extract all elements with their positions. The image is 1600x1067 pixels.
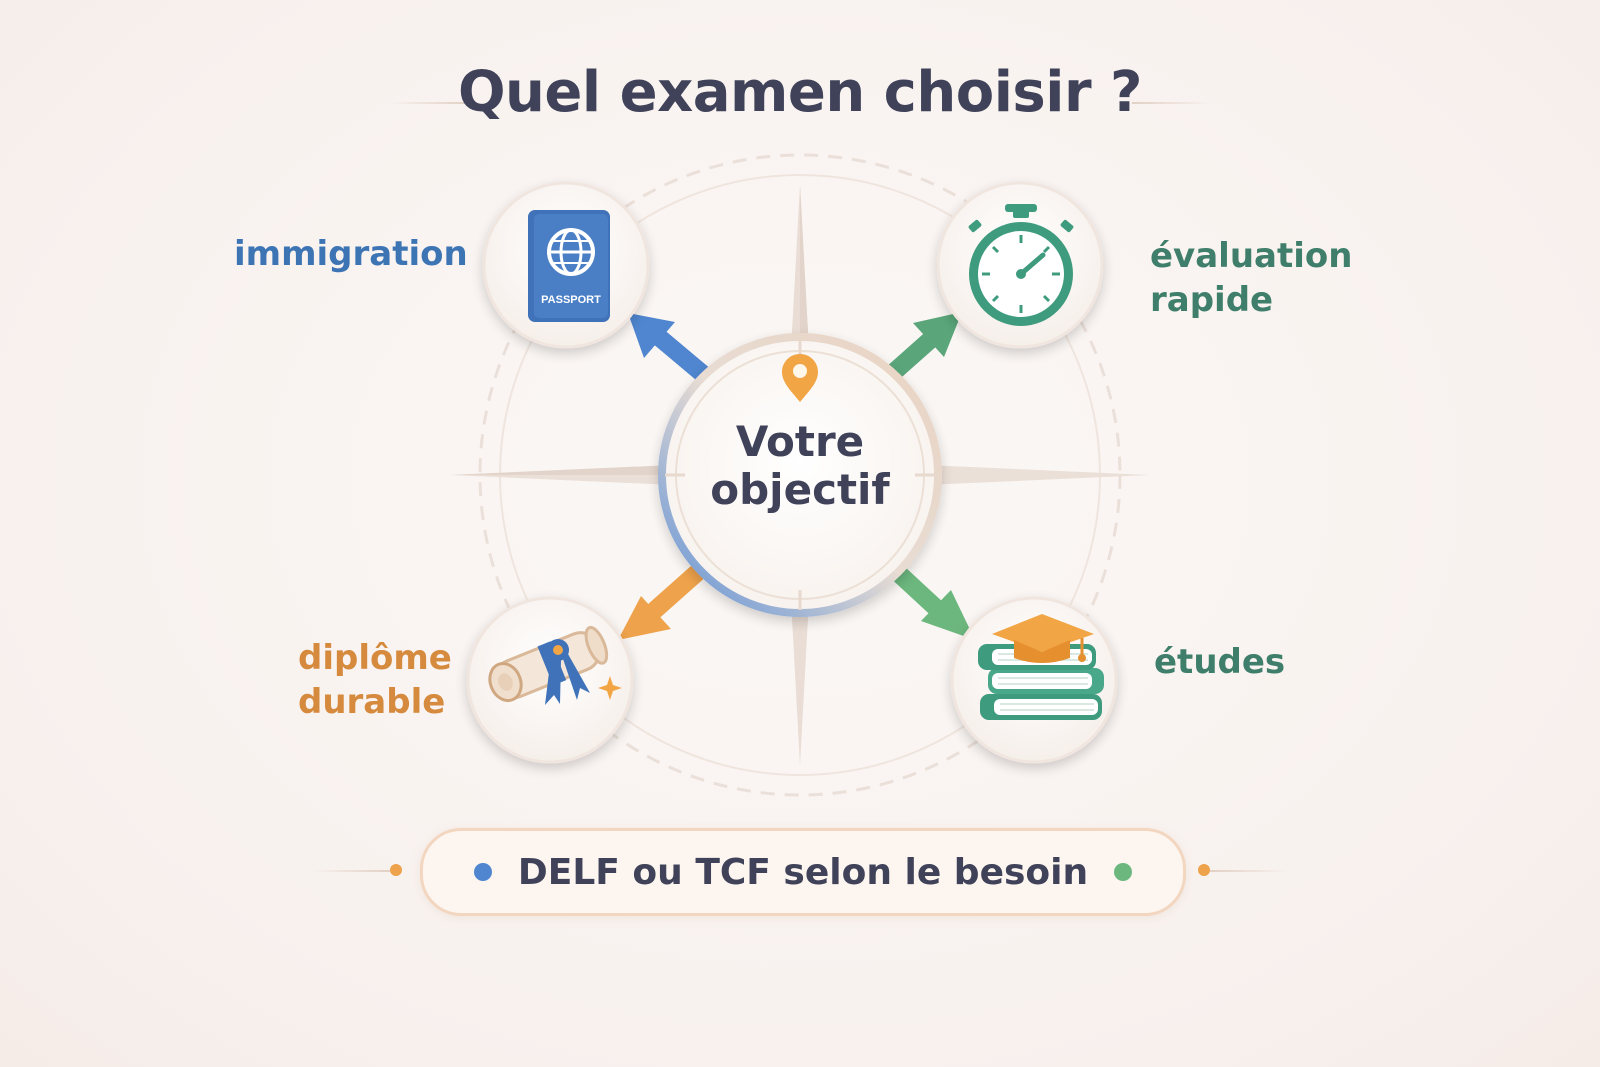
option-label-etudes: études (1154, 640, 1285, 684)
location-pin-icon (782, 354, 818, 402)
pill-end-dot-left (390, 864, 402, 876)
pill-dot-left (473, 863, 492, 881)
option-label-line: durable (298, 682, 446, 722)
arrow-immigration (628, 313, 719, 389)
pill-rule-left (310, 870, 390, 872)
option-label-line: évaluation (1150, 236, 1353, 276)
option-label-immigration: immigration (234, 232, 468, 276)
option-label-diplome: diplôme durable (298, 636, 452, 724)
option-label-line: immigration (234, 234, 468, 274)
stopwatch-icon (968, 204, 1074, 326)
books-graduation-cap-icon (978, 614, 1104, 720)
diploma-scroll-icon (488, 625, 622, 705)
option-label-evaluation: évaluation rapide (1150, 234, 1352, 322)
center-label-line1: Votre (735, 417, 865, 466)
pill-rule-right (1210, 870, 1290, 872)
center-label-line2: objectif (710, 465, 890, 514)
passport-icon: PASSPORT (528, 210, 610, 322)
conclusion-text: DELF ou TCF selon le besoin (517, 851, 1089, 893)
option-label-line: diplôme (298, 638, 452, 678)
arrow-evaluation (876, 312, 962, 389)
option-label-line: études (1154, 642, 1286, 682)
option-label-line: rapide (1150, 280, 1274, 320)
passport-icon-label: PASSPORT (541, 294, 601, 306)
arrow-etudes (886, 561, 975, 640)
center-hub (658, 333, 942, 617)
arrow-diplome (618, 561, 709, 640)
pill-end-dot-right (1198, 864, 1210, 876)
conclusion-pill: DELF ou TCF selon le besoin (420, 828, 1186, 916)
pill-dot-right (1114, 863, 1133, 881)
page-title: Quel examen choisir ? (457, 60, 1143, 125)
title-rule-left (388, 102, 468, 104)
